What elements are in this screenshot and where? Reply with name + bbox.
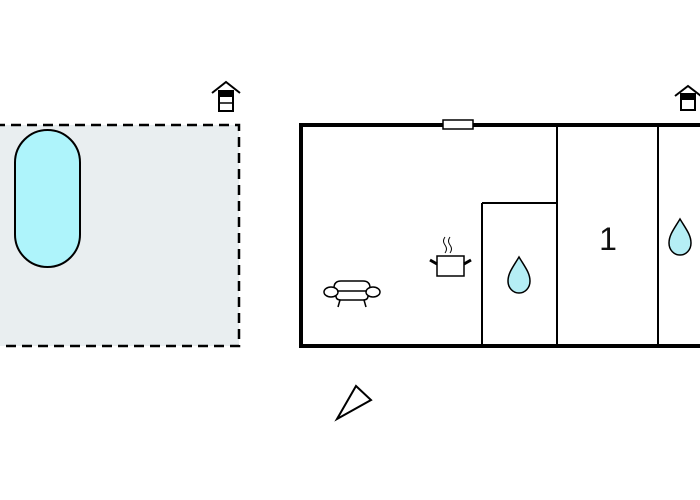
sofa-icon [323, 280, 381, 308]
interior-walls [481, 125, 659, 346]
house-outline [299, 123, 700, 348]
water-drop-icon [507, 255, 531, 294]
north-arrow-icon [334, 384, 373, 422]
entrance-house-icon [674, 84, 700, 111]
window-icon [442, 119, 474, 130]
water-drop-icon [668, 217, 692, 256]
cooking-pot-icon [429, 236, 472, 277]
bedroom-number-label: 1 [599, 221, 617, 257]
entrance-house-icon [211, 80, 241, 112]
pool [14, 129, 81, 268]
